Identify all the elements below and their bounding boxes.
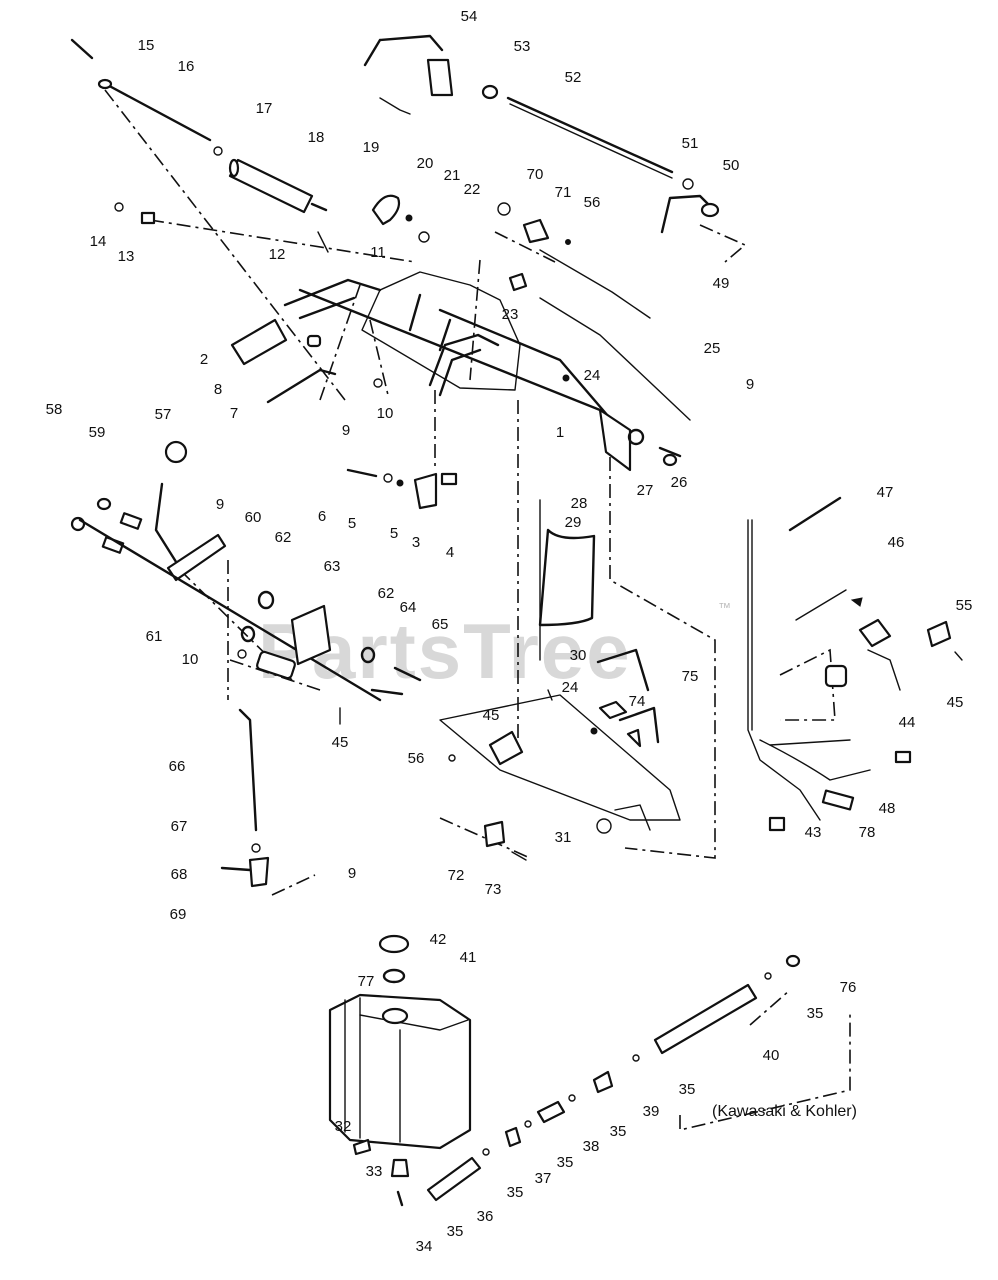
- callout-68: 68: [171, 866, 188, 883]
- callout-10: 10: [182, 651, 199, 668]
- callout-39: 39: [643, 1103, 660, 1120]
- callout-29: 29: [565, 514, 582, 531]
- callout-6: 6: [318, 508, 326, 525]
- callout-5: 5: [348, 515, 356, 532]
- callout-11: 11: [370, 244, 386, 261]
- callout-25: 25: [704, 340, 721, 357]
- callout-7: 7: [230, 405, 238, 422]
- callout-28: 28: [571, 495, 588, 512]
- callout-49: 49: [713, 275, 730, 292]
- callout-53: 53: [514, 38, 531, 55]
- callout-62: 62: [275, 529, 292, 546]
- callout-48: 48: [879, 800, 896, 817]
- callout-62: 62: [378, 585, 395, 602]
- callout-59: 59: [89, 424, 106, 441]
- callout-16: 16: [178, 58, 195, 75]
- callout-13: 13: [118, 248, 135, 265]
- callout-78: 78: [859, 824, 876, 841]
- callout-18: 18: [308, 129, 325, 146]
- callout-54: 54: [461, 8, 478, 25]
- callout-12: 12: [269, 246, 286, 263]
- callout-5: 5: [390, 525, 398, 542]
- callout-14: 14: [90, 233, 107, 250]
- callout-42: 42: [430, 931, 447, 948]
- callout-67: 67: [171, 818, 188, 835]
- callout-35: 35: [447, 1223, 464, 1240]
- callout-24: 24: [562, 679, 579, 696]
- callout-50: 50: [723, 157, 740, 174]
- callout-8: 8: [214, 381, 222, 398]
- callout-61: 61: [146, 628, 163, 645]
- callout-45: 45: [483, 707, 500, 724]
- callout-58: 58: [46, 401, 63, 418]
- callout-56: 56: [584, 194, 601, 211]
- engine-note: (Kawasaki & Kohler): [712, 1103, 857, 1120]
- callout-31: 31: [555, 829, 572, 846]
- callout-35: 35: [679, 1081, 696, 1098]
- callout-65: 65: [432, 616, 449, 633]
- callout-24: 24: [584, 367, 601, 384]
- callout-44: 44: [899, 714, 916, 731]
- callout-55: 55: [956, 597, 973, 614]
- callout-2: 2: [200, 351, 208, 368]
- callout-32: 32: [335, 1118, 352, 1135]
- callout-9: 9: [746, 376, 754, 393]
- callout-10: 10: [377, 405, 394, 422]
- callout-46: 46: [888, 534, 905, 551]
- callout-70: 70: [527, 166, 544, 183]
- callout-73: 73: [485, 881, 502, 898]
- callout-37: 37: [535, 1170, 552, 1187]
- callout-9: 9: [216, 496, 224, 513]
- callout-23: 23: [502, 306, 519, 323]
- callout-60: 60: [245, 509, 262, 526]
- callout-77: 77: [358, 973, 375, 990]
- callout-4: 4: [446, 544, 454, 561]
- callout-33: 33: [366, 1163, 383, 1180]
- watermark-trademark: ™: [718, 600, 731, 615]
- callout-41: 41: [460, 949, 477, 966]
- callout-35: 35: [807, 1005, 824, 1022]
- callout-40: 40: [763, 1047, 780, 1064]
- callout-30: 30: [570, 647, 587, 664]
- callout-17: 17: [256, 100, 273, 117]
- callout-45: 45: [332, 734, 349, 751]
- callout-15: 15: [138, 37, 155, 54]
- callout-63: 63: [324, 558, 341, 575]
- callout-69: 69: [170, 906, 187, 923]
- callout-47: 47: [877, 484, 894, 501]
- callout-52: 52: [565, 69, 582, 86]
- callout-43: 43: [805, 824, 822, 841]
- callout-72: 72: [448, 867, 465, 884]
- callout-9: 9: [342, 422, 350, 439]
- callout-26: 26: [671, 474, 688, 491]
- callout-71: 71: [555, 184, 572, 201]
- callout-66: 66: [169, 758, 186, 775]
- callout-76: 76: [840, 979, 857, 996]
- callout-51: 51: [682, 135, 699, 152]
- callout-20: 20: [417, 155, 434, 172]
- callout-21: 21: [444, 167, 461, 184]
- callout-35: 35: [610, 1123, 627, 1140]
- callout-34: 34: [416, 1238, 433, 1255]
- callout-45: 45: [947, 694, 964, 711]
- callout-56: 56: [408, 750, 425, 767]
- callout-35: 35: [557, 1154, 574, 1171]
- callout-35: 35: [507, 1184, 524, 1201]
- callout-1: 1: [556, 424, 564, 441]
- part-drawings: [70, 34, 963, 1207]
- callout-38: 38: [583, 1138, 600, 1155]
- callout-57: 57: [155, 406, 172, 423]
- callout-75: 75: [682, 668, 699, 685]
- callout-layer: 1234556789999101011121314151617181920212…: [46, 8, 973, 1255]
- callout-36: 36: [477, 1208, 494, 1225]
- callout-64: 64: [400, 599, 417, 616]
- callout-3: 3: [412, 534, 420, 551]
- callout-22: 22: [464, 181, 481, 198]
- callout-9: 9: [348, 865, 356, 882]
- callout-74: 74: [629, 693, 646, 710]
- callout-19: 19: [363, 139, 380, 156]
- callout-27: 27: [637, 482, 654, 499]
